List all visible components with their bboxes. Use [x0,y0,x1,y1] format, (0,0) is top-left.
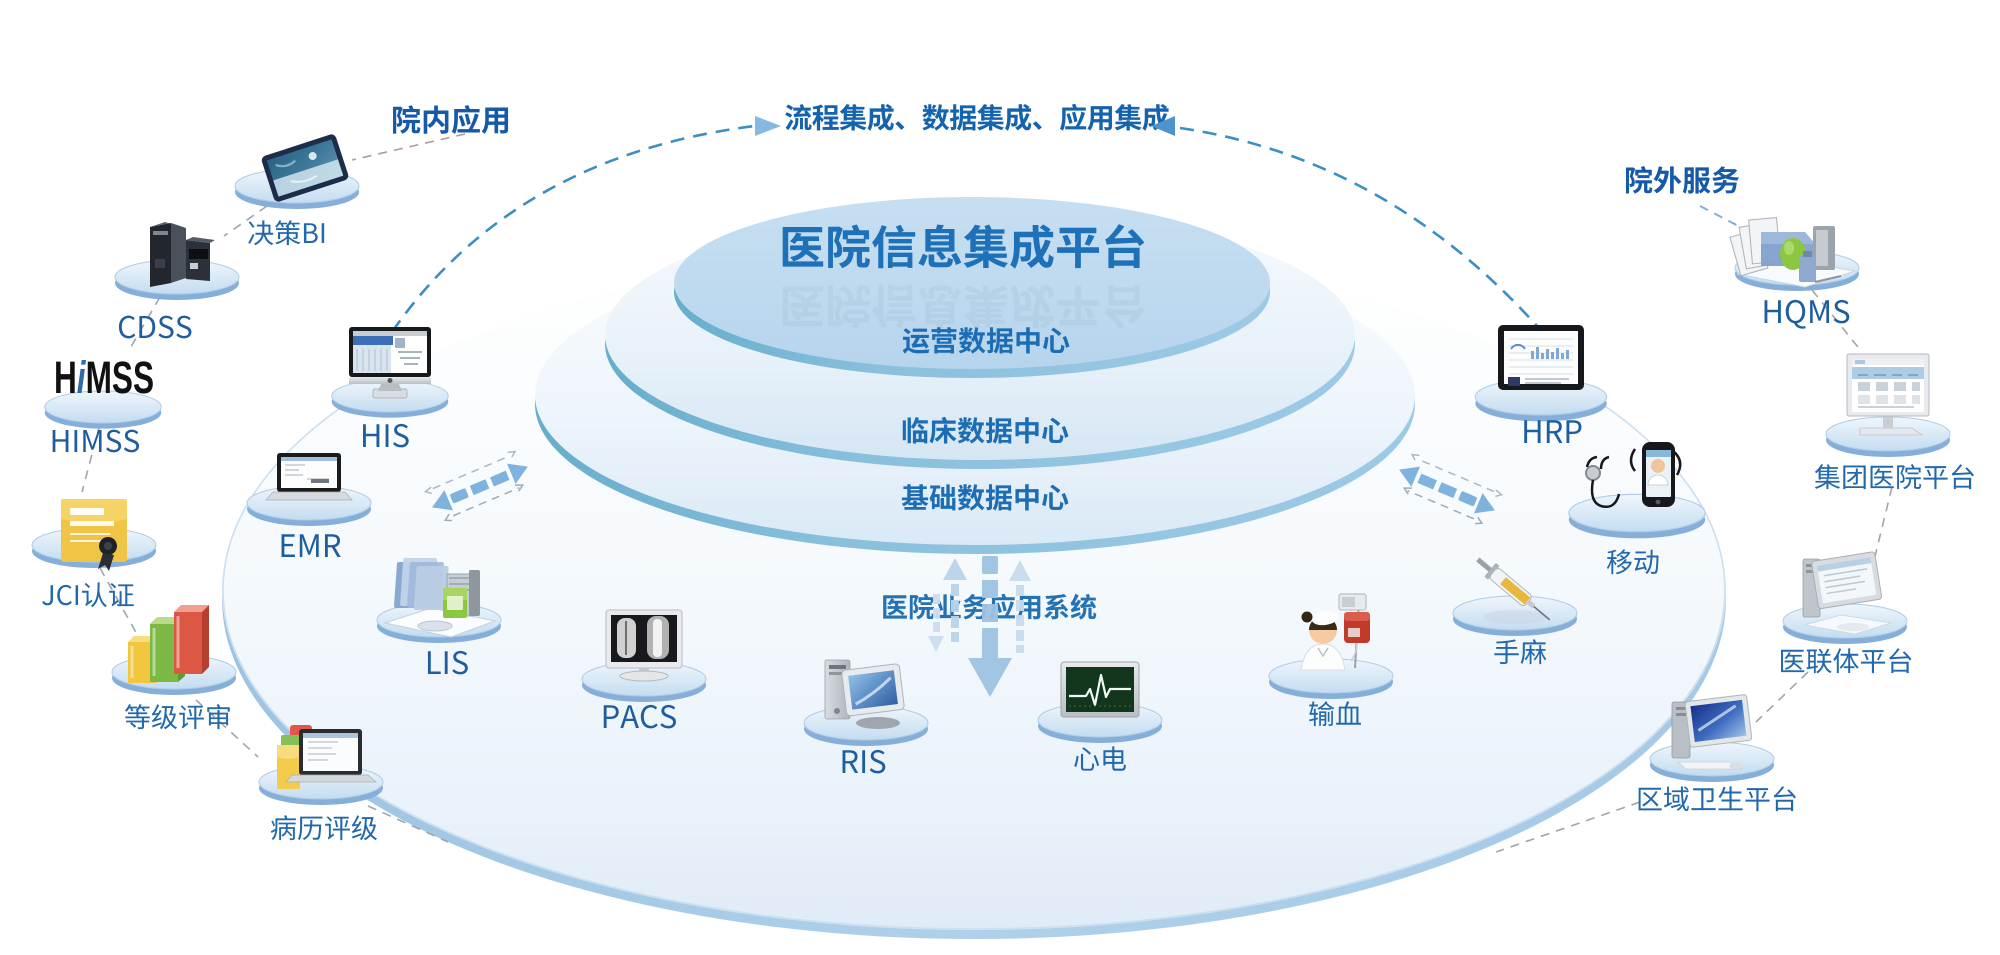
svg-text:HiMSS: HiMSS [54,352,154,403]
